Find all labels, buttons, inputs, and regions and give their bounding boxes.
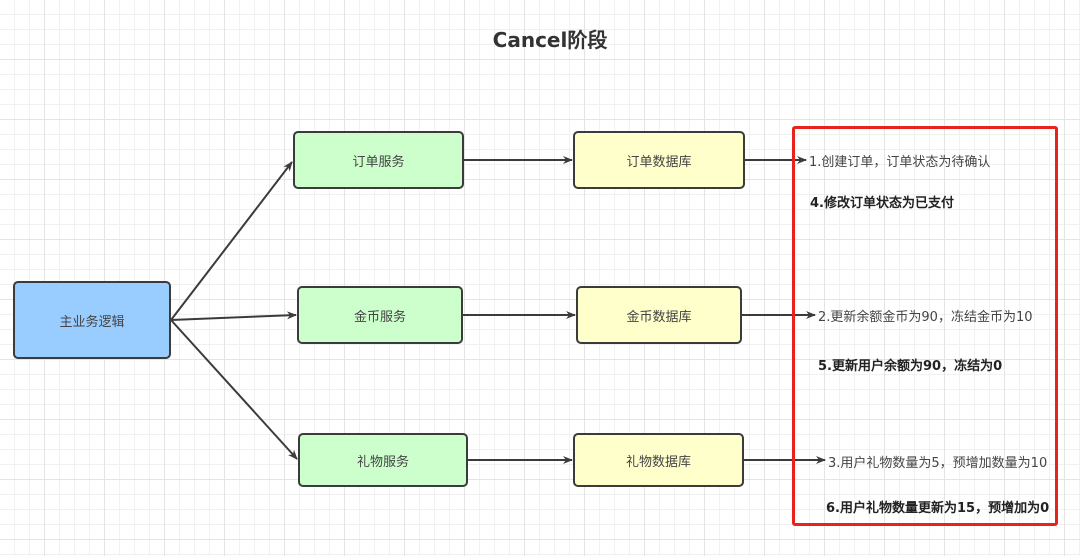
- diagram-title: Cancel阶段: [492, 28, 608, 52]
- order-service-node[interactable]: 订单服务: [293, 131, 464, 189]
- note-step4: 4.修改订单状态为已支付: [810, 196, 954, 211]
- coin-service-label: 金币服务: [353, 309, 406, 325]
- gift-db-node[interactable]: 礼物数据库: [573, 433, 744, 487]
- note-step3: 3.用户礼物数量为5，预增加数量为10: [828, 456, 1048, 471]
- note-step5: 5.更新用户余额为90，冻结为0: [818, 359, 1003, 374]
- coin-db-label: 金币数据库: [626, 309, 692, 325]
- gift-db-label: 礼物数据库: [625, 454, 691, 470]
- gift-service-node[interactable]: 礼物服务: [298, 433, 468, 487]
- order-db-label: 订单数据库: [626, 154, 692, 170]
- main-business-logic-node[interactable]: 主业务逻辑: [13, 281, 171, 359]
- edge-main-to-order-service: [170, 161, 293, 321]
- main-business-logic-label: 主业务逻辑: [59, 314, 125, 330]
- order-db-node[interactable]: 订单数据库: [573, 131, 745, 189]
- edge-main-to-gift-service: [170, 319, 298, 460]
- highlight-box: [792, 126, 1058, 526]
- note-step1: 1.创建订单，订单状态为待确认: [809, 155, 991, 170]
- order-service-label: 订单服务: [352, 154, 405, 170]
- gift-service-label: 礼物服务: [356, 454, 409, 470]
- edge-main-to-coin-service: [170, 311, 297, 321]
- note-step6: 6.用户礼物数量更新为15，预增加为0: [826, 501, 1050, 516]
- note-step2: 2.更新余额金币为90，冻结金币为10: [818, 310, 1033, 325]
- coin-service-node[interactable]: 金币服务: [297, 286, 463, 344]
- coin-db-node[interactable]: 金币数据库: [576, 286, 742, 344]
